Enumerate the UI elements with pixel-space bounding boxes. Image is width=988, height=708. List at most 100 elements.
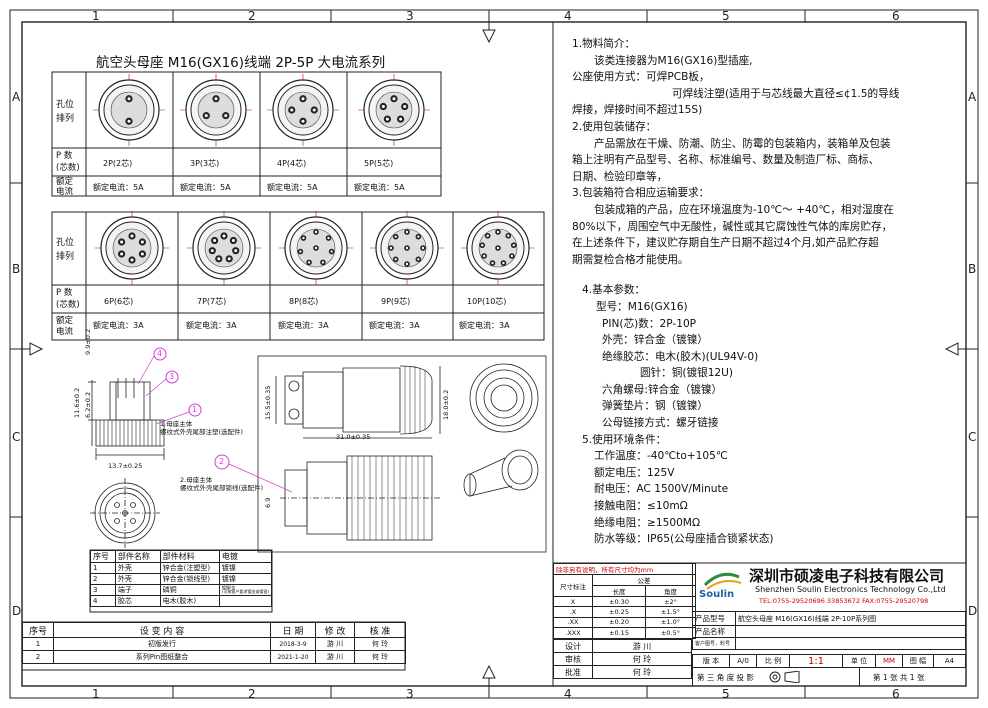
tolerance-table: 除非另有说明，所有尺寸均为mm 尺寸标注 公差 长度 角度 X±0.30±2° … <box>553 563 696 639</box>
note-s4f: 六角螺母:锌合金（镀镍） <box>602 383 723 396</box>
note-s3a: 包装成箱的产品，应在环境温度为-10℃～ +40℃，相对湿度在 <box>594 203 894 216</box>
zone-row-b: B <box>12 262 21 276</box>
dim-31-0: 31.0±0.35 <box>336 433 371 441</box>
hdr-hole-bottom: 孔位 排列 <box>56 238 75 262</box>
bom-cell: 端子 <box>114 584 161 596</box>
rated-8p: 额定电流：3A <box>278 321 329 330</box>
zone-col-5-bottom: 5 <box>722 687 730 701</box>
tol-cell: ±0.25 <box>592 606 646 618</box>
p-count-3p: 3P(3芯) <box>190 159 220 168</box>
zone-col-5: 5 <box>722 9 730 23</box>
rated-7p: 额定电流：3A <box>186 321 237 330</box>
rev-hdr-no: 序号 <box>22 622 54 638</box>
tol-cell: .X <box>553 606 593 618</box>
rated-2p: 额定电流：5A <box>93 183 144 192</box>
rev-cell: 2 <box>22 650 54 664</box>
projection-label: 第 三 角 度 投 影 <box>697 673 754 682</box>
bom-cell: 电木(胶木) <box>159 595 220 607</box>
note-s2c: 日期、检验印章等， <box>572 170 668 183</box>
review-value: 何 玲 <box>592 652 692 666</box>
note-s4b: PIN(芯)数：2P-10P <box>602 317 697 330</box>
zone-row-d: D <box>12 604 22 618</box>
company-name-cn: 深圳市硕凌电子科技有限公司 <box>749 567 945 585</box>
connector-face-icon <box>93 74 165 146</box>
hdr-hole-top: 孔位 排列 <box>56 100 75 124</box>
rated-6p: 额定电流：3A <box>93 321 144 330</box>
note-s4a: 型号：M16(GX16) <box>596 300 688 313</box>
bom-cell: 2 <box>90 573 116 585</box>
soulin-logo-icon <box>703 572 742 590</box>
note-s2a: 产品需放在干燥、防潮、防尘、防霉的包装箱内，装箱单及包装 <box>594 137 891 150</box>
bom-cell: 胶芯 <box>114 595 161 607</box>
projection-symbol-icon <box>769 671 800 683</box>
table-row: 1 初版发行 2018-3-9 游 川 何 玲 <box>22 637 406 651</box>
signoff-table: 设计游 川 审核何 玲 批准何 玲 <box>553 639 692 679</box>
bom-cell: 3 <box>90 584 116 596</box>
bom-cell: 外壳 <box>114 573 161 585</box>
zone-col-3: 3 <box>406 9 414 23</box>
bom-hdr-plating: 电镀 <box>218 550 273 563</box>
note-s4e: 圆针：铜(镀银12U) <box>640 367 734 380</box>
company-name-en: Shenzhen Soulin Electronics Technology C… <box>755 585 946 594</box>
rev-cell: 2018-3-9 <box>270 637 316 651</box>
table-row: 3 端子 磷铜 镀镍/金 (可按客户要求镀金或镀银) <box>90 584 273 596</box>
balloon-1: 1 <box>192 405 198 414</box>
rated-3p: 额定电流：5A <box>180 183 231 192</box>
zone-col-1: 1 <box>92 9 100 23</box>
rev-cell: 2021-1-20 <box>270 650 316 664</box>
size-value: A4 <box>933 654 966 668</box>
bom-cell: 4 <box>90 595 116 607</box>
note-s5: 5.使用环境条件： <box>582 433 667 446</box>
dim-11-6: 11.6±0.2 <box>73 387 81 418</box>
note-s3b: 80%以下，周围空气中无酸性，碱性或其它腐蚀性气体的库房贮存， <box>572 220 893 233</box>
main-title: 航空头母座 M16(GX16)线端 2P-5P 大电流系列 <box>96 55 386 71</box>
bom-cell: 外壳 <box>114 562 161 574</box>
zone-row-b-right: B <box>968 262 977 276</box>
note-s1c: 可焊线注塑(适用于与芯线最大直径≤¢1.5的导线 <box>672 87 900 100</box>
projection-row: 第 三 角 度 投 影 第 1 张 共 1 张 <box>692 668 967 686</box>
rev-hdr-content: 设 变 内 容 <box>53 622 271 638</box>
model-value: 航空头母座 M16(GX16)线端 2P-10P系列图 <box>735 611 966 626</box>
note-s1a: 该类连接器为M16(GX16)型插座, <box>594 54 753 67</box>
note-s4g: 弹簧垫片：钢（镀镍） <box>602 400 708 413</box>
zone-row-a: A <box>12 90 21 104</box>
connector-face-icon <box>95 211 169 285</box>
ver-value: A/0 <box>729 654 757 668</box>
tol-cell: ±0.30 <box>592 595 646 608</box>
scale-label: 比 例 <box>756 654 790 668</box>
rated-5p: 额定电流：5A <box>354 183 405 192</box>
tol-cell: ±1.0° <box>645 616 696 629</box>
bom-cell: 锌合金(注塑型) <box>159 562 220 574</box>
note-s5f: 防水等级：IP65(公母座插合锁紧状态) <box>594 533 774 546</box>
connector-face-icon <box>461 211 535 285</box>
rev-cell: 何 玲 <box>354 650 406 664</box>
rev-cell: 游 川 <box>315 637 355 651</box>
note-s4: 4.基本参数： <box>582 284 646 297</box>
bom-cell: 1 <box>90 562 116 574</box>
notes-panel: 1.物料简介： 该类连接器为M16(GX16)型插座, 公座使用方式：可焊PCB… <box>572 36 960 548</box>
connector-face-icon <box>358 74 430 146</box>
size-label: 图 幅 <box>902 654 934 668</box>
unit-label: 单 位 <box>842 654 876 668</box>
rev-hdr-modify: 修 改 <box>315 622 355 638</box>
note-s5a: 工作温度：-40℃to+105℃ <box>594 450 728 463</box>
rev-cell: 游 川 <box>315 650 355 664</box>
connector-assembly-view <box>275 363 539 541</box>
approve-value: 何 玲 <box>592 665 692 679</box>
connector-face-icon <box>370 211 444 285</box>
bom-cell: 镀镍 <box>218 562 273 574</box>
tolerance-note: 除非另有说明，所有尺寸均为mm <box>553 563 696 575</box>
p-count-5p: 5P(5芯) <box>364 159 394 168</box>
zone-col-2-bottom: 2 <box>248 687 256 701</box>
bom-cell: 镀镍/金 (可按客户要求镀金或镀银) <box>218 584 273 596</box>
ver-label: 版 本 <box>692 654 730 668</box>
hdr-rated-top: 额定 电流 <box>56 177 74 197</box>
connector-face-icon <box>187 211 261 285</box>
rev-hdr-approve: 核 准 <box>354 622 406 638</box>
note-s5b: 额定电压：125V <box>594 466 675 479</box>
table-row: X±0.30±2° <box>553 595 696 608</box>
dim-6-2: 6.2±0.2 <box>84 391 92 418</box>
bom-hdr-part: 部件名称 <box>114 550 161 563</box>
model-label: 产品型号 <box>692 611 736 626</box>
